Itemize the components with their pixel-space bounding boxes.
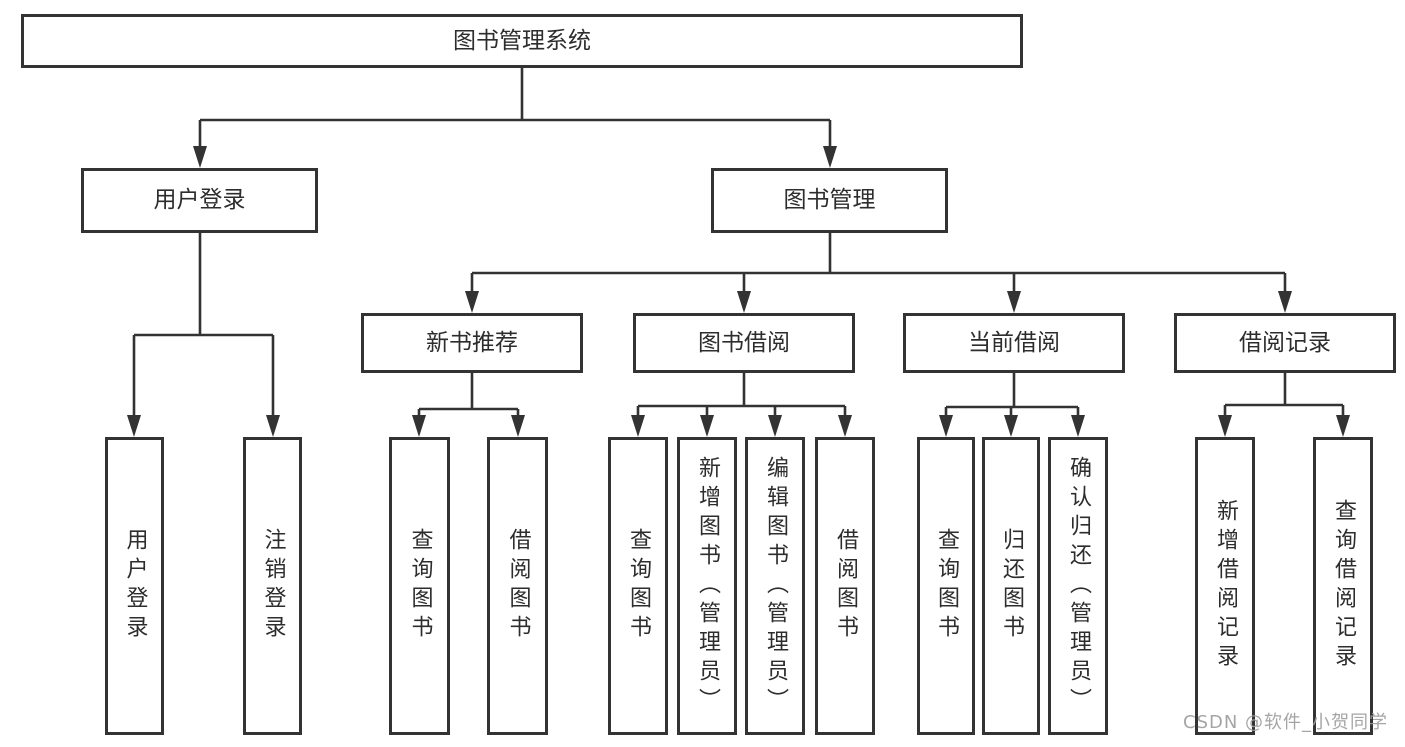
leaf-user-login: 用户登录 [105, 437, 164, 735]
watermark: CSDN @软件_小贺同学 [1183, 712, 1389, 733]
node-label: 新书推荐 [426, 329, 518, 356]
node-label: 新增图书（管理员） [695, 455, 720, 717]
arrowhead-icons [127, 146, 1350, 437]
leaf-query-books-current: 查询图书 [917, 437, 975, 735]
node-label: 借阅图书 [505, 528, 531, 644]
node-label: 编辑图书（管理员） [763, 455, 788, 717]
node-borrowing-records: 借阅记录 [1174, 313, 1396, 373]
leaf-query-books-recommend: 查询图书 [389, 437, 450, 735]
node-label: 图书借阅 [698, 329, 790, 356]
leaf-logout: 注销登录 [243, 437, 302, 735]
leaf-add-books-admin: 新增图书（管理员） [677, 437, 737, 735]
leaf-borrow-books: 借阅图书 [815, 437, 875, 735]
node-label: 注销登录 [260, 528, 286, 644]
node-label: 查询借阅记录 [1331, 499, 1356, 673]
node-label: 借阅记录 [1239, 329, 1331, 356]
node-book-management: 图书管理 [711, 168, 948, 233]
node-library-management-system: 图书管理系统 [21, 14, 1023, 68]
node-label: 用户登录 [153, 187, 246, 213]
node-label: 归还图书 [999, 528, 1024, 644]
node-book-borrowing: 图书借阅 [633, 313, 855, 373]
node-label: 用户登录 [122, 528, 148, 644]
leaf-query-borrow-record: 查询借阅记录 [1313, 437, 1373, 735]
node-new-book-recommendation: 新书推荐 [361, 313, 583, 373]
node-label: 查询图书 [626, 528, 651, 644]
node-current-borrowing: 当前借阅 [903, 313, 1125, 373]
leaf-confirm-return-admin: 确认归还（管理员） [1048, 437, 1108, 735]
node-label: 当前借阅 [968, 329, 1060, 356]
leaf-add-borrow-record: 新增借阅记录 [1195, 437, 1255, 735]
node-user-login: 用户登录 [81, 168, 318, 233]
node-label: 新增借阅记录 [1213, 499, 1238, 673]
leaf-return-books: 归还图书 [982, 437, 1040, 735]
node-label: 查询图书 [407, 528, 433, 644]
leaf-edit-books-admin: 编辑图书（管理员） [745, 437, 805, 735]
node-label: 图书管理 [783, 187, 876, 213]
node-label: 借阅图书 [833, 528, 858, 644]
node-label: 查询图书 [934, 528, 959, 644]
leaf-query-books-borrow: 查询图书 [608, 437, 668, 735]
leaf-borrow-books-recommend: 借阅图书 [487, 437, 548, 735]
node-label: 确认归还（管理员） [1066, 455, 1091, 717]
node-label: 图书管理系统 [453, 27, 591, 54]
